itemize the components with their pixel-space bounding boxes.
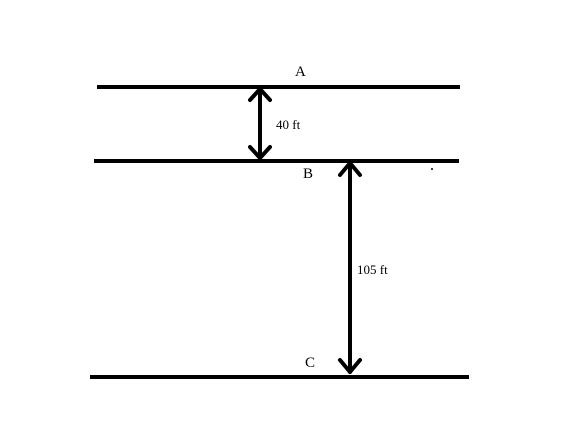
label-c: C [305,355,315,371]
dimension-label-bc: 105 ft [357,262,388,277]
dimension-arrow-ab [248,87,272,160]
label-b: B [303,166,313,182]
dimension-label-ab: 40 ft [276,117,301,132]
label-a: A [295,64,306,80]
dimension-arrow-bc [338,161,362,374]
stray-dot [431,168,433,170]
